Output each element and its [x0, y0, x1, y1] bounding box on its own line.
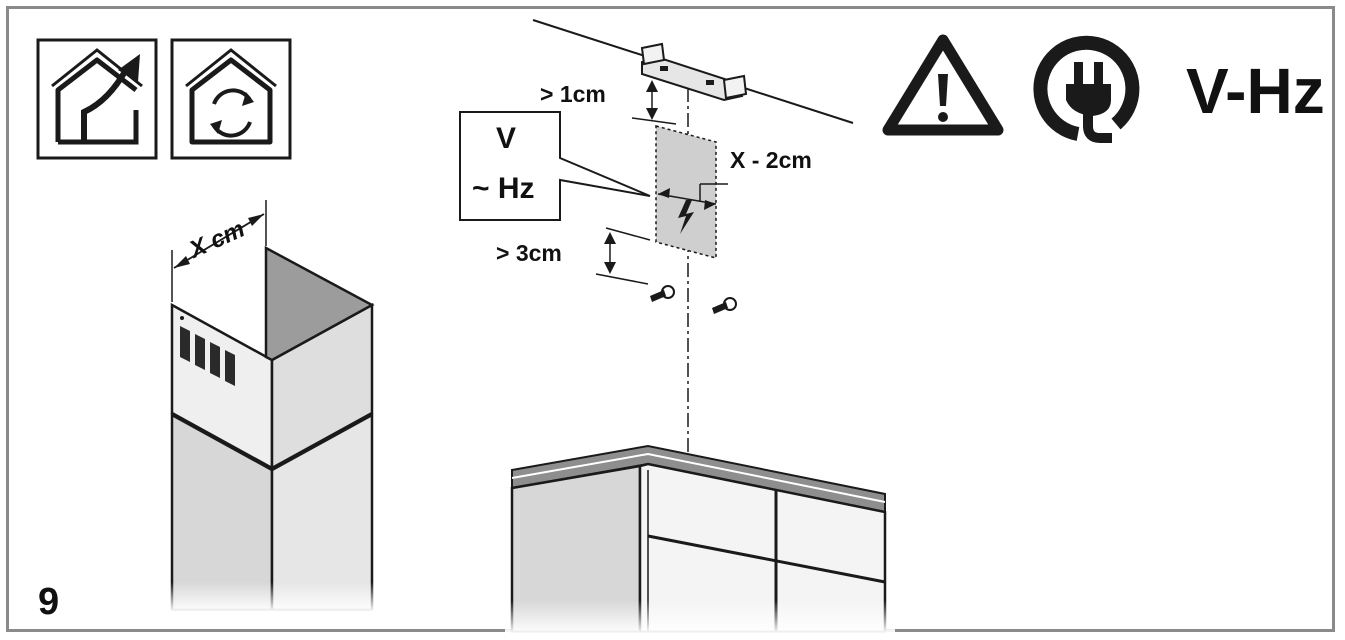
- wall-screw-right: [712, 297, 737, 314]
- step-number: 9: [38, 581, 59, 623]
- gap-top-dimension: [631, 80, 677, 125]
- house-recirculation-icon: [170, 38, 292, 160]
- warning-triangle-icon: [882, 34, 1004, 136]
- mounting-bracket: [640, 42, 748, 102]
- socket-width-label: X - 2cm: [730, 147, 812, 173]
- power-plug-icon: [1033, 35, 1140, 143]
- vent-slots: [180, 326, 235, 386]
- house-outlet-arrow-icon: [36, 38, 158, 160]
- callout-hz-label: ~ Hz: [472, 172, 535, 205]
- wall-screw-left: [650, 285, 675, 302]
- hood-width-dimension: [171, 200, 267, 302]
- socket-area: [655, 125, 717, 259]
- gap-bottom-dimension: [595, 227, 651, 285]
- hood-width-label: X cm: [184, 216, 249, 265]
- chimney-duct: [165, 245, 380, 612]
- lightning-bolt-icon: [678, 200, 694, 234]
- socket-width-dimension: [657, 183, 728, 210]
- callout-v-label: V: [496, 122, 516, 155]
- gap-bottom-label: > 3cm: [496, 240, 562, 266]
- voltage-callout: [459, 111, 651, 221]
- gap-top-label: > 1cm: [540, 81, 606, 107]
- voltage-frequency-label: V-Hz: [1186, 55, 1325, 127]
- cooker-hood-body: [505, 444, 895, 634]
